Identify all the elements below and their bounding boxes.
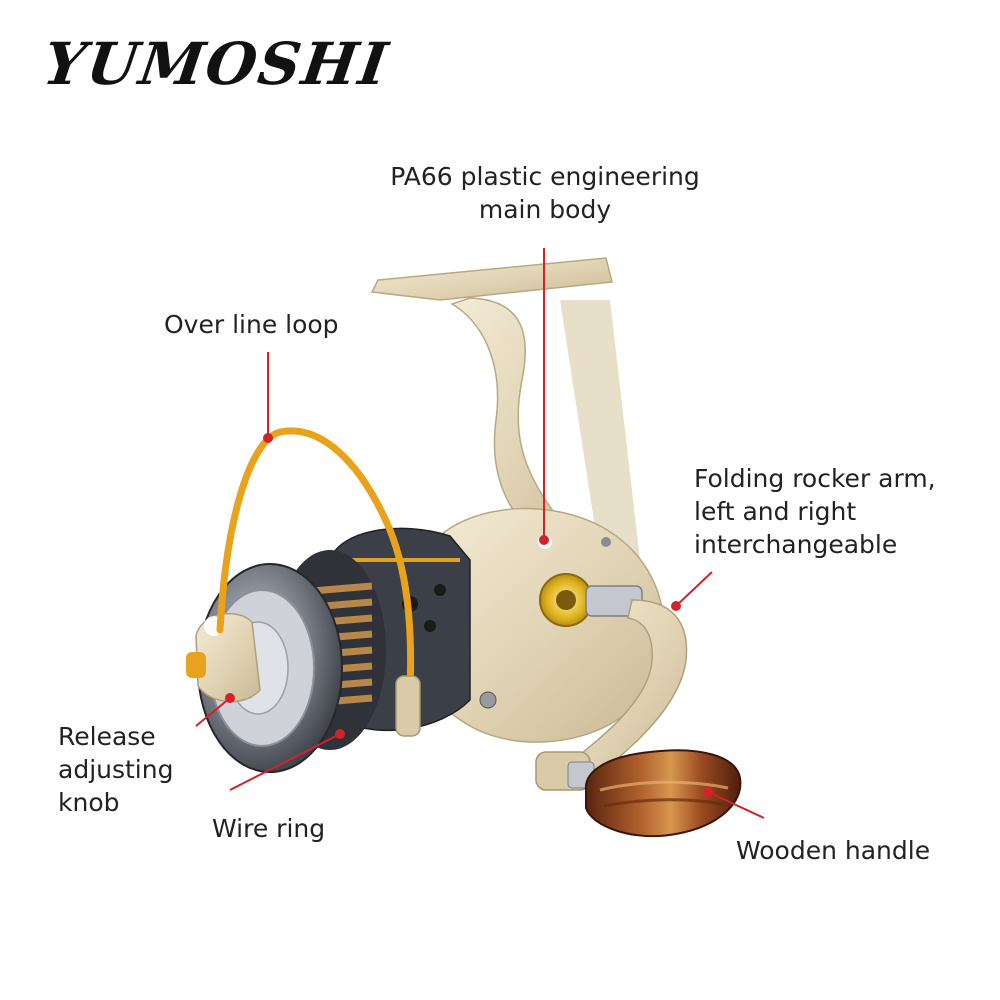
- folding-rocker-arm: [535, 585, 688, 791]
- callout-release-knob-line1: Release: [58, 722, 156, 751]
- callout-rocker-arm-line1: Folding rocker arm,: [694, 464, 936, 493]
- callout-main-body-line1: PA66 plastic engineering: [390, 162, 700, 191]
- leader-line-rocker-arm: [675, 571, 713, 607]
- callout-wooden-handle: Wooden handle: [736, 836, 931, 865]
- leader-dot-wooden-handle: [703, 787, 713, 797]
- leader-line-wooden-handle: [707, 791, 765, 819]
- over-line-loop: [216, 427, 421, 737]
- wooden-handle: [584, 749, 742, 838]
- leader-line-release-knob: [195, 697, 231, 727]
- callout-rocker-arm-line3: interchangeable: [694, 530, 898, 559]
- callout-main-body-line2: main body: [478, 195, 612, 224]
- leader-dot-rocker-arm: [671, 601, 681, 611]
- callout-release-knob-line3: knob: [58, 788, 120, 817]
- release-adjusting-knob: [186, 612, 261, 703]
- leader-lines: [195, 248, 765, 819]
- callout-wire-ring: Wire ring: [212, 814, 326, 843]
- callout-release-knob: Release adjusting knob: [58, 720, 173, 819]
- callout-rocker-arm-line2: left and right: [694, 497, 857, 526]
- leader-dot-wire-ring: [335, 729, 345, 739]
- callout-over-line-loop: Over line loop: [164, 310, 339, 339]
- leader-dot-main-body: [539, 535, 549, 545]
- leader-dot-release-knob: [225, 693, 235, 703]
- leader-line-wire-ring: [229, 733, 341, 791]
- leader-dot-over-line-loop: [263, 433, 273, 443]
- callout-rocker-arm: Folding rocker arm, left and right inter…: [694, 462, 936, 561]
- callout-release-knob-line2: adjusting: [58, 755, 174, 784]
- callout-main-body: PA66 plastic engineering main body: [384, 160, 706, 226]
- brand-logo: YUMOSHI: [39, 30, 394, 98]
